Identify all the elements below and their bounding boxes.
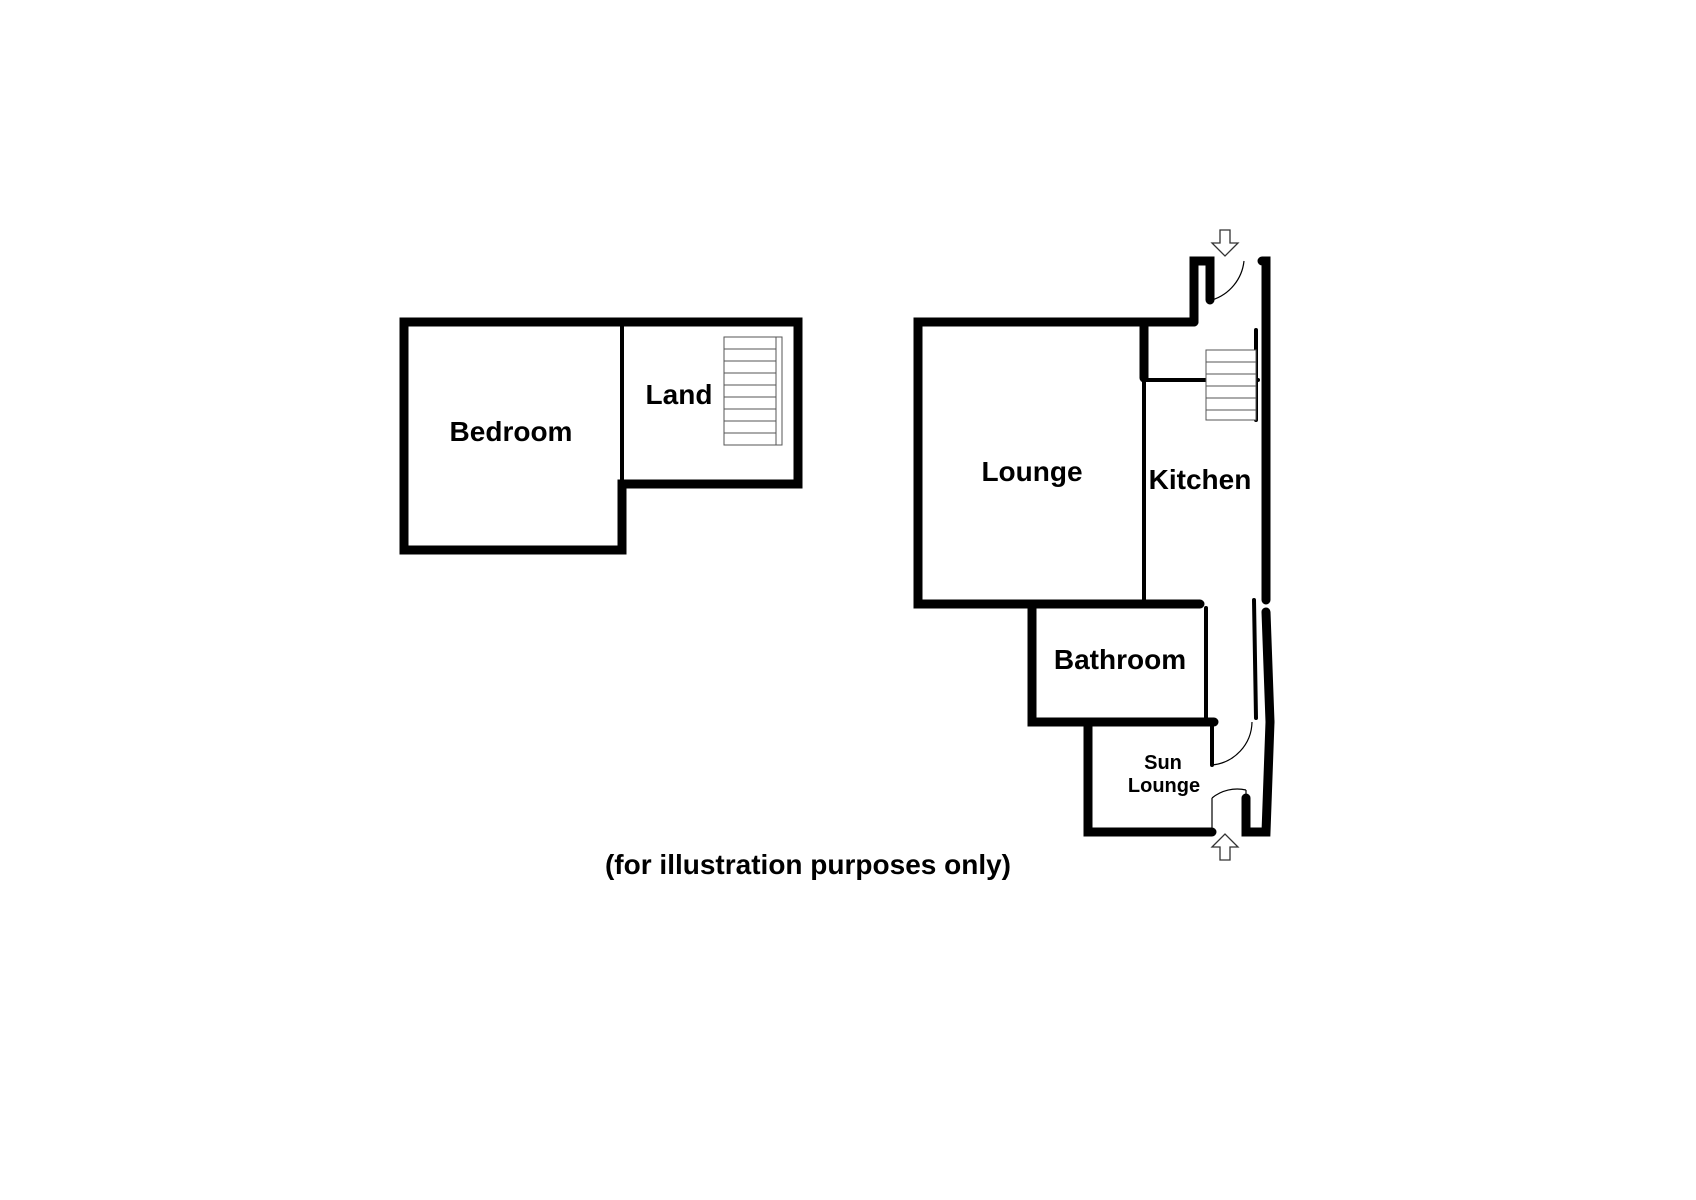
lounge-outer-wall xyxy=(913,317,1205,609)
front-door xyxy=(1211,260,1245,301)
right-outer-wall-upper xyxy=(1257,256,1271,605)
hall-partition-lower xyxy=(1252,598,1258,720)
lounge-label: Lounge xyxy=(981,456,1082,487)
sun-lounge-outer-wall xyxy=(1083,717,1219,837)
upper-floor-plan: Bedroom Land xyxy=(399,317,803,555)
bedroom-label: Bedroom xyxy=(450,416,573,447)
front-entrance-arrow-icon xyxy=(1210,229,1240,257)
right-outer-wall-middle xyxy=(1261,607,1275,727)
rear-entrance-arrow-icon xyxy=(1210,833,1240,861)
sun-lounge-inner-door xyxy=(1211,721,1253,766)
landing-label: Land xyxy=(646,379,713,410)
illustration-caption: (for illustration purposes only) xyxy=(605,849,1011,880)
front-porch-wall xyxy=(1189,256,1215,327)
bathroom-label: Bathroom xyxy=(1054,644,1186,675)
kitchen-label: Kitchen xyxy=(1149,464,1252,495)
sun-lounge-label-line1: Sun xyxy=(1144,752,1182,774)
back-door xyxy=(1211,788,1247,832)
ground-floor-stairs xyxy=(1205,349,1257,421)
landing-stairs xyxy=(723,336,783,446)
ground-floor-plan: Lounge Kitchen Bathroom Sun Lounge xyxy=(913,229,1275,861)
sun-lounge-label-line2: Lounge xyxy=(1128,775,1200,797)
right-outer-wall-lower xyxy=(1241,717,1275,837)
